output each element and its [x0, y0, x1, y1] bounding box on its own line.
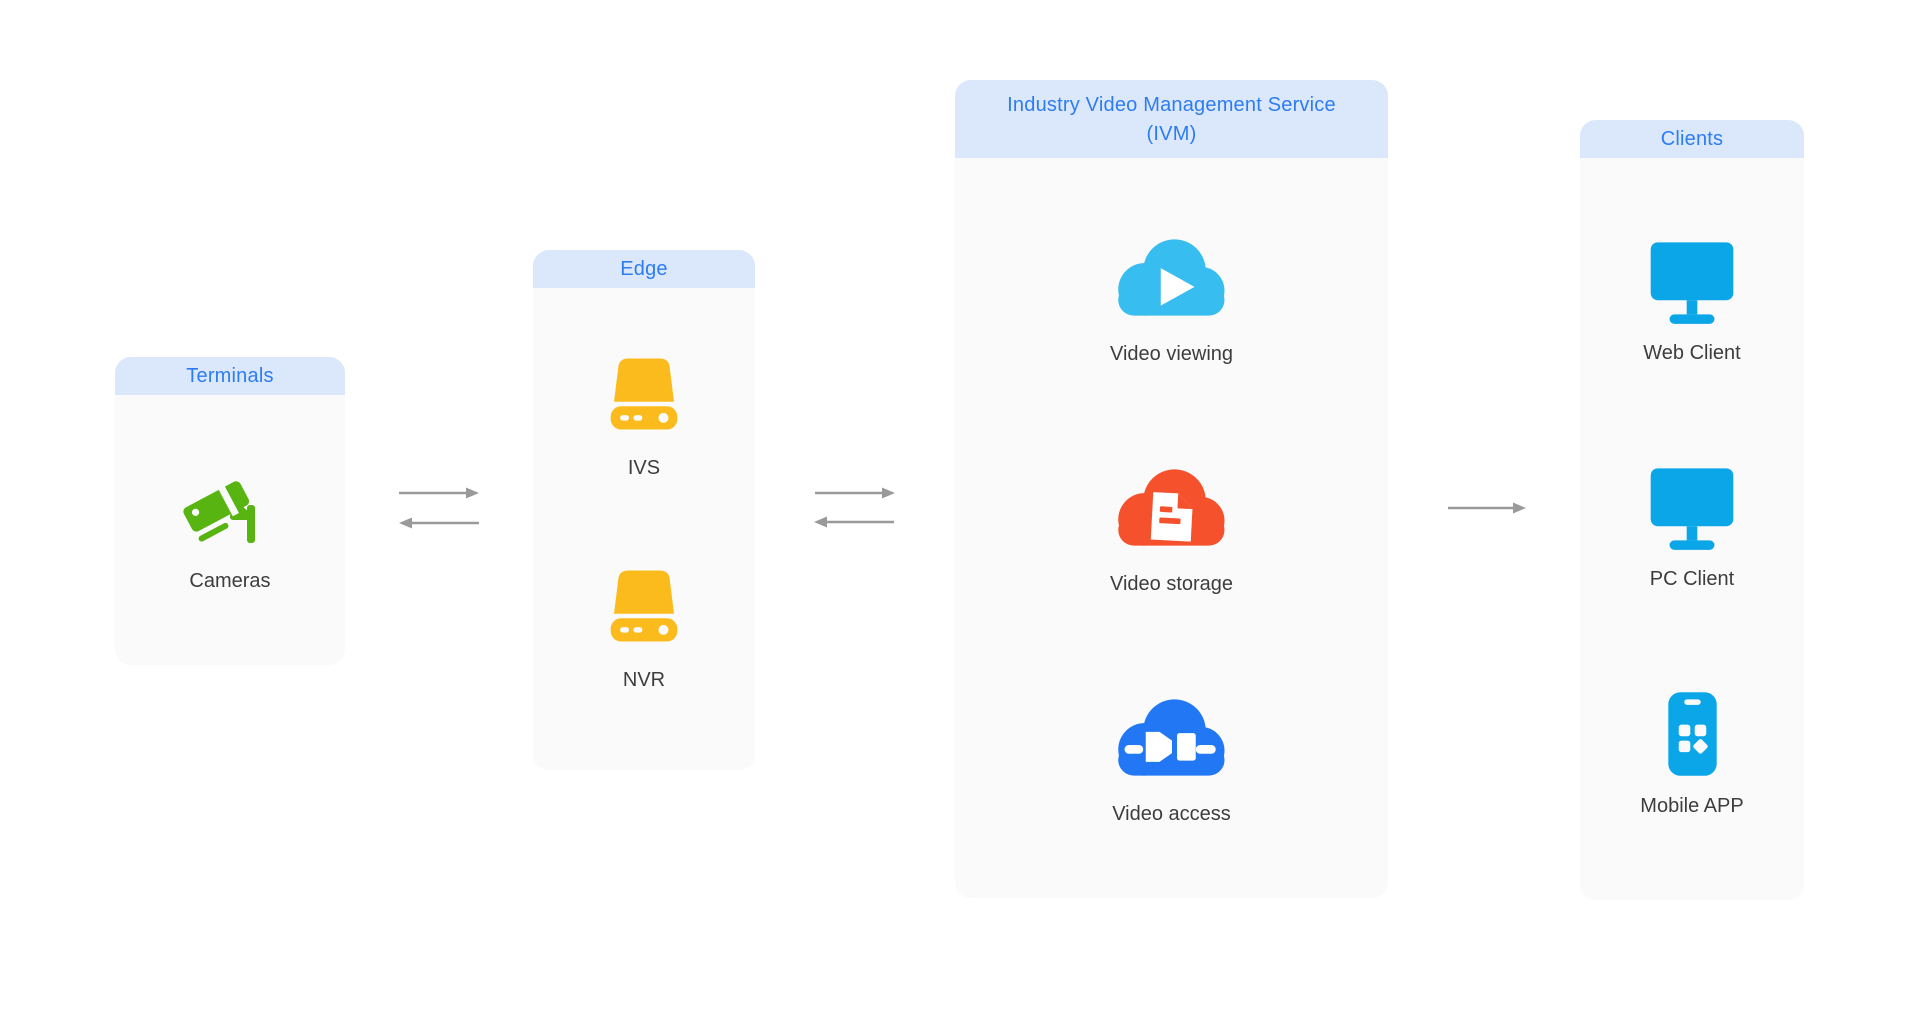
panel-title-line2: (IVM) [1146, 123, 1197, 145]
panel-edge: Edge IVS [533, 250, 755, 770]
monitor-icon [1647, 466, 1737, 556]
connection-ivm-edge [813, 515, 895, 529]
node-label: Video access [1112, 803, 1231, 825]
node-label: Video storage [1109, 573, 1234, 595]
node-label: Cameras [189, 570, 271, 592]
node-video-access: Video access [955, 698, 1388, 826]
arrow-left-icon [398, 517, 480, 534]
panel-clients: Clients Web Client [1580, 120, 1804, 900]
node-label: IVS [627, 457, 661, 479]
arrow-right-icon [814, 487, 896, 504]
connection-terminals-edge [398, 486, 480, 500]
node-nvr: NVR [533, 566, 755, 692]
node-video-storage: Video storage [955, 468, 1388, 596]
panel-title-line1: Industry Video Management Service [1007, 94, 1336, 116]
node-web-client: Web Client [1580, 240, 1804, 365]
cloud-document-icon [1117, 468, 1227, 552]
node-label: Mobile APP [1640, 795, 1744, 817]
panel-terminals-header: Terminals [115, 357, 345, 395]
panel-ivm-header: Industry Video Management Service (IVM) [955, 80, 1388, 158]
panel-terminals: Terminals [115, 357, 345, 665]
panel-edge-header: Edge [533, 250, 755, 288]
storage-icon [604, 566, 684, 651]
arrow-right-icon [1447, 502, 1527, 519]
node-label: Web Client [1643, 342, 1741, 364]
node-ivs: IVS [533, 354, 755, 480]
node-video-viewing: Video viewing [955, 238, 1388, 366]
panel-title: Edge [620, 257, 668, 280]
connection-edge-ivm [814, 486, 896, 500]
panel-title: Terminals [186, 364, 274, 387]
node-mobile-app: Mobile APP [1580, 690, 1804, 818]
cloud-play-icon [1117, 238, 1227, 322]
node-label: PC Client [1649, 568, 1735, 590]
panel-title: Clients [1660, 127, 1724, 150]
monitor-icon [1647, 240, 1737, 330]
panel-clients-header: Clients [1580, 120, 1804, 158]
camera-icon [180, 457, 280, 562]
arrow-left-icon [813, 516, 895, 533]
mobile-app-icon [1666, 690, 1719, 783]
cloud-plug-icon [1117, 698, 1227, 782]
arrow-right-icon [398, 487, 480, 504]
panel-ivm: Industry Video Management Service (IVM) … [955, 80, 1388, 898]
node-cameras: Cameras [115, 457, 345, 593]
node-label: NVR [622, 669, 666, 691]
node-pc-client: PC Client [1580, 466, 1804, 591]
connection-ivm-clients [1447, 501, 1527, 515]
storage-icon [604, 354, 684, 439]
node-label: Video viewing [1109, 343, 1234, 365]
connection-edge-terminals [398, 516, 480, 530]
